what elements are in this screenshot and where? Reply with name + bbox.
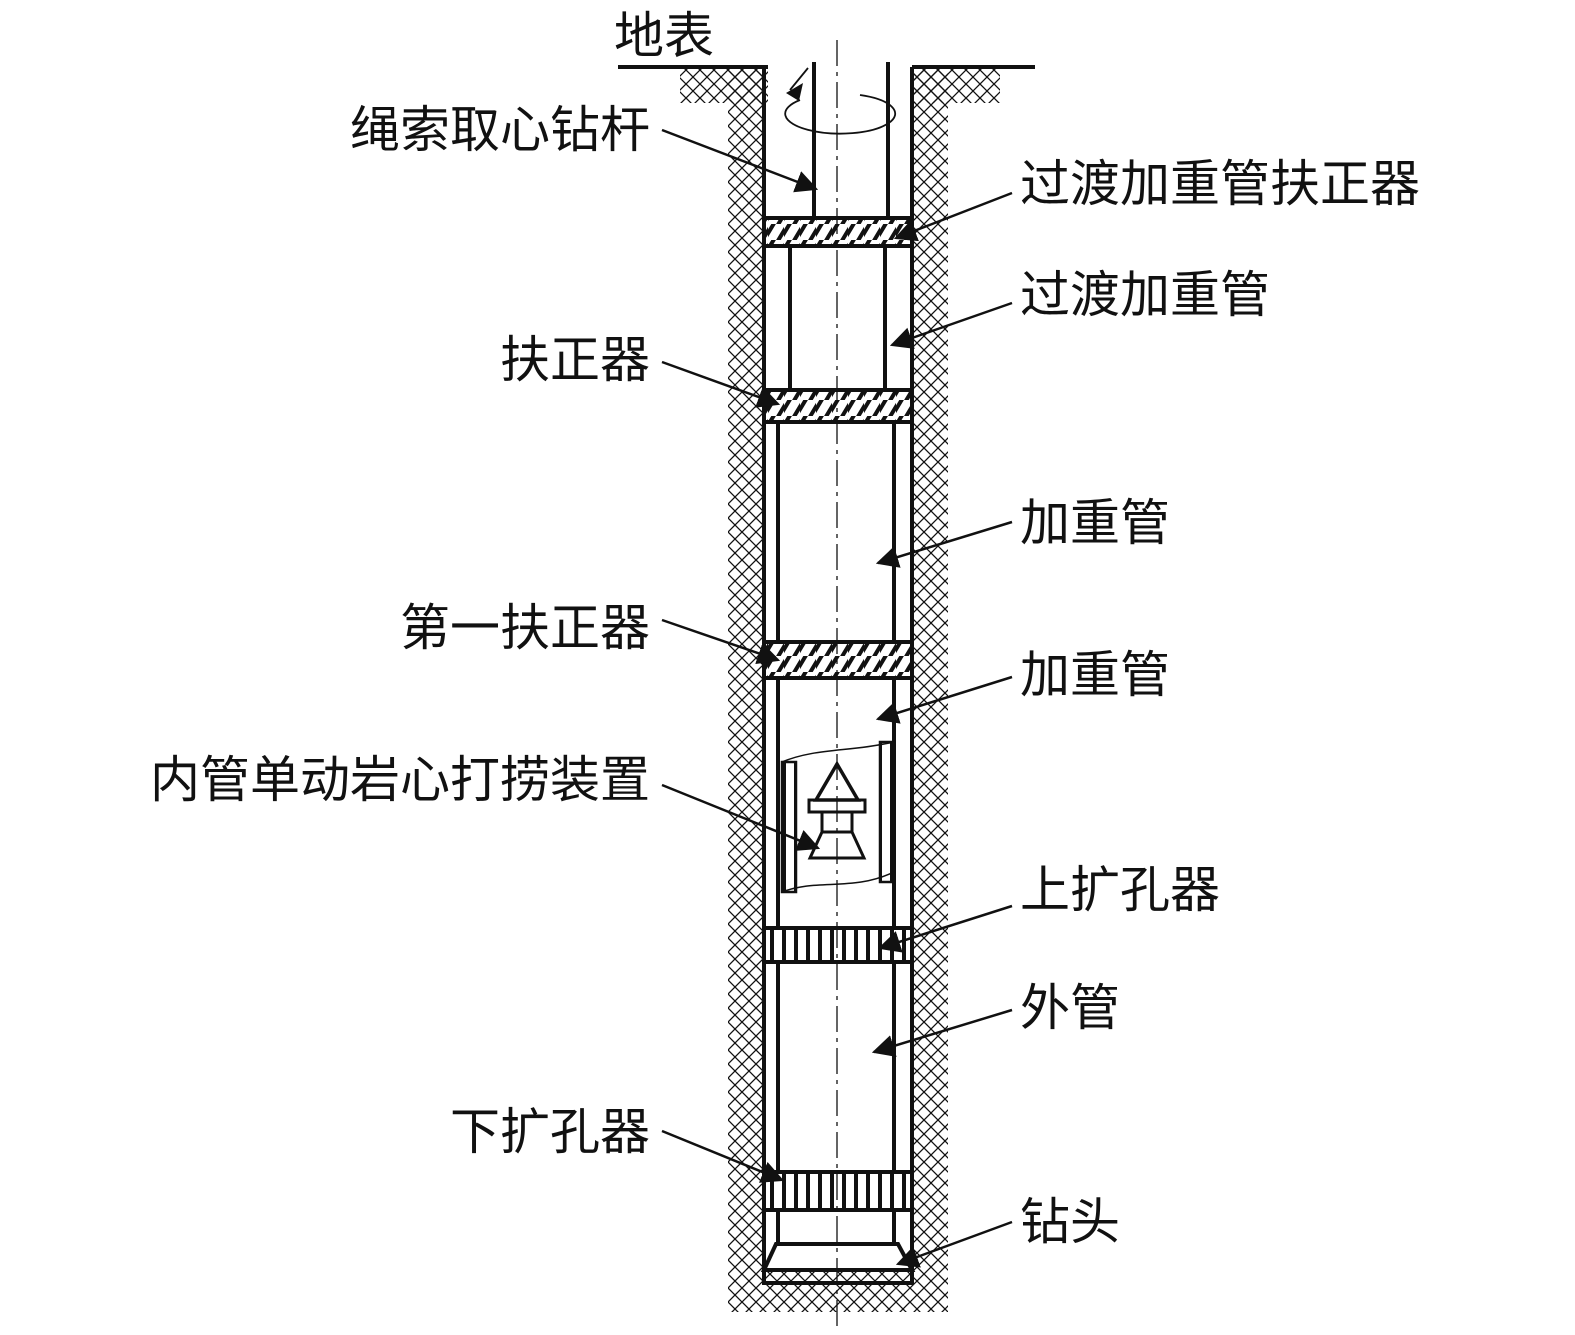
leader-centralizer (661, 360, 781, 408)
leader-weighted-pipe-2 (875, 675, 1013, 724)
label-centralizer: 扶正器 (500, 331, 650, 389)
first-centralizer (762, 640, 914, 680)
centralizer (762, 388, 914, 424)
transition-weighted-pipe (788, 246, 887, 390)
rotation-arrow-icon (784, 67, 897, 135)
borehole-wall-right (910, 67, 948, 1312)
drill-bit (760, 1210, 916, 1285)
label-core-fishing-device: 内管单动岩心打捞装置 (150, 751, 650, 809)
leader-lines (661, 128, 1013, 1268)
leader-upper-reamer (877, 904, 1013, 953)
leader-transition-centralizer (893, 191, 1013, 242)
weighted-pipe-1 (776, 422, 896, 642)
leader-drill-bit (895, 1220, 1013, 1268)
label-weighted-pipe-2: 加重管 (1020, 646, 1170, 704)
outer-pipe (776, 962, 896, 1172)
label-upper-reamer: 上扩孔器 (1020, 861, 1220, 919)
leader-weighted-pipe-1 (875, 520, 1013, 568)
label-transition-pipe-centralizer: 过渡加重管扶正器 (1020, 155, 1420, 213)
label-transition-pipe: 过渡加重管 (1020, 266, 1270, 324)
leader-drill-rod (661, 128, 819, 193)
borehole-wall-left (728, 67, 766, 1312)
leader-lower-reamer (661, 1129, 785, 1183)
lower-reamer (762, 1170, 914, 1212)
label-lower-reamer: 下扩孔器 (450, 1103, 650, 1161)
transition-pipe-centralizer (762, 216, 914, 248)
label-drill-rod: 绳索取心钻杆 (350, 101, 650, 159)
label-weighted-pipe-1: 加重管 (1020, 494, 1170, 552)
ground-surface (618, 65, 1035, 103)
label-first-centralizer: 第一扶正器 (400, 599, 650, 657)
core-fishing-device (780, 740, 896, 894)
label-drill-bit: 钻头 (1020, 1193, 1120, 1251)
leader-core-fishing-device (661, 783, 821, 851)
leader-transition-pipe (889, 301, 1013, 349)
borehole-bottom (762, 1281, 914, 1312)
leader-outer-pipe (871, 1008, 1013, 1057)
leader-first-centralizer (661, 618, 781, 665)
wireline-drill-rod (812, 62, 890, 218)
label-outer-pipe: 外管 (1020, 979, 1120, 1037)
label-surface: 地表 (614, 7, 714, 65)
